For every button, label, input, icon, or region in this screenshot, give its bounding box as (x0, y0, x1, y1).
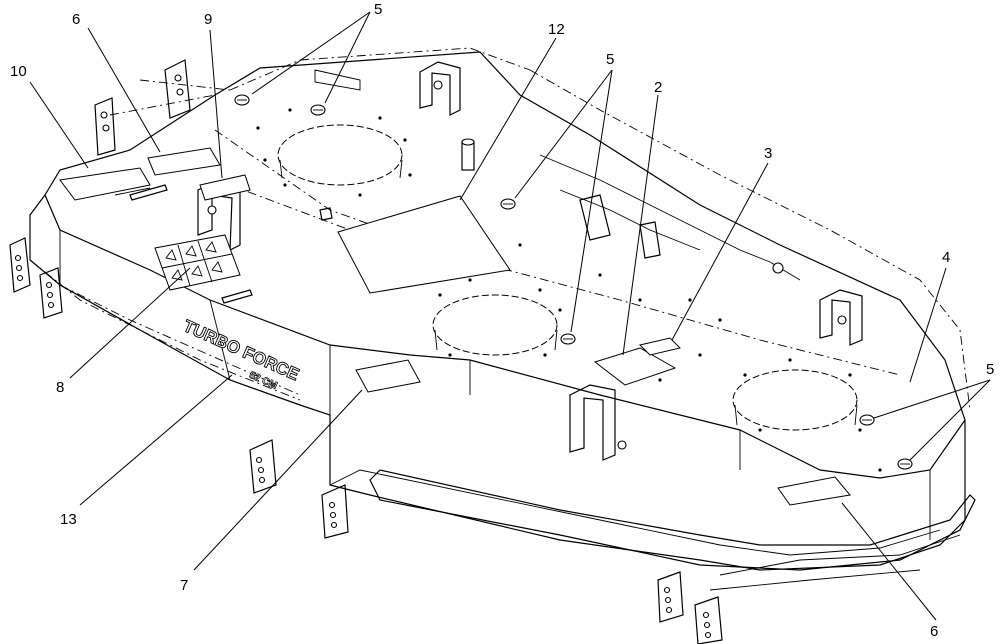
leader-lines (29, 11, 991, 621)
callout-labels: 5 6 9 10 12 5 2 3 4 5 8 13 7 6 (10, 1, 994, 640)
decal-3 (639, 337, 681, 356)
callout-8: 8 (56, 379, 64, 396)
callout-7: 7 (180, 577, 188, 594)
decal-8-warnings (154, 234, 241, 291)
callout-2: 2 (654, 79, 662, 96)
decal-6-front (777, 476, 851, 506)
right-blade-opening (732, 369, 858, 431)
decal-12-large (337, 195, 511, 294)
callout-9: 9 (204, 11, 212, 28)
center-blade-opening (432, 294, 558, 356)
callout-5-right: 5 (986, 361, 994, 378)
decal-2 (593, 347, 677, 386)
decal-7 (355, 359, 421, 393)
mounting-brackets (9, 59, 863, 644)
callout-10: 10 (10, 63, 27, 80)
callout-13: 13 (60, 511, 77, 528)
callout-3: 3 (764, 145, 772, 162)
callout-5-center: 5 (606, 51, 614, 68)
callout-4: 4 (942, 249, 950, 266)
callout-12: 12 (548, 21, 565, 38)
callout-6-rear: 6 (72, 11, 80, 28)
blade-openings (277, 124, 858, 431)
decals (59, 147, 851, 506)
decal-9 (199, 174, 251, 201)
spindle-bolts (234, 94, 913, 470)
callout-5-rear: 5 (374, 1, 382, 18)
decal-10 (59, 167, 151, 201)
left-blade-opening (277, 124, 403, 186)
decal-6-rear (147, 147, 221, 176)
callout-6-front: 6 (930, 623, 938, 640)
